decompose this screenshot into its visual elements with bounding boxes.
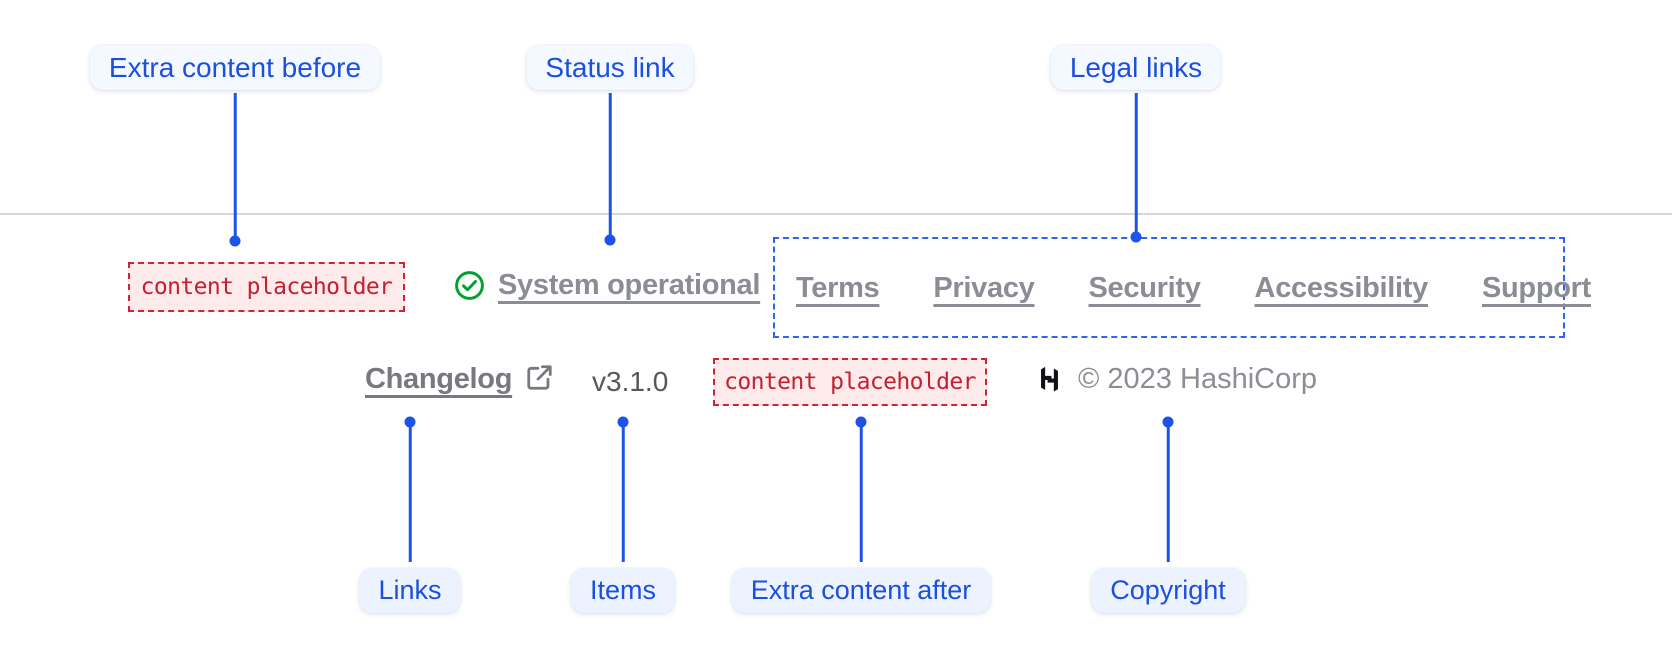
annotation-line bbox=[621, 425, 625, 562]
placeholder-text: content placeholder bbox=[140, 274, 393, 300]
annotation-dot bbox=[604, 234, 616, 246]
annotation-legal-links: Legal links bbox=[1050, 45, 1222, 90]
legal-link-accessibility[interactable]: Accessibility bbox=[1254, 271, 1429, 304]
annotation-links: Links bbox=[359, 568, 461, 613]
annotation-dot bbox=[229, 235, 241, 247]
extra-content-after-placeholder: content placeholder bbox=[713, 358, 987, 406]
legal-link-support[interactable]: Support bbox=[1481, 271, 1592, 304]
status-link[interactable]: System operational bbox=[454, 268, 760, 302]
changelog-link-label[interactable]: Changelog bbox=[365, 363, 513, 395]
annotation-items: Items bbox=[570, 568, 676, 613]
external-link-icon bbox=[525, 364, 554, 392]
annotation-dot bbox=[1130, 231, 1142, 243]
footer-top-divider bbox=[0, 213, 1672, 215]
legal-link-terms[interactable]: Terms bbox=[796, 271, 880, 304]
legal-link-privacy[interactable]: Privacy bbox=[933, 271, 1035, 304]
changelog-link[interactable]: Changelog bbox=[365, 362, 554, 396]
hashicorp-logo bbox=[1034, 365, 1065, 394]
annotation-line bbox=[408, 425, 412, 562]
placeholder-text: content placeholder bbox=[724, 369, 976, 395]
copyright: © 2023 HashiCorp bbox=[1034, 363, 1317, 396]
annotation-line bbox=[1134, 93, 1138, 232]
annotation-dot bbox=[404, 416, 416, 428]
annotation-line bbox=[233, 93, 237, 236]
extra-content-before-placeholder: content placeholder bbox=[128, 262, 405, 312]
legal-link-security[interactable]: Security bbox=[1088, 271, 1201, 304]
annotation-line bbox=[608, 93, 612, 235]
annotation-extra-content-after: Extra content after bbox=[731, 568, 991, 613]
status-link-label[interactable]: System operational bbox=[498, 269, 761, 301]
copyright-text: © 2023 HashiCorp bbox=[1078, 363, 1317, 395]
annotation-line bbox=[859, 425, 863, 562]
annotation-dot bbox=[617, 416, 629, 428]
annotation-extra-content-before: Extra content before bbox=[89, 45, 381, 90]
version-item: v3.1.0 bbox=[592, 366, 669, 397]
annotation-dot bbox=[855, 416, 867, 428]
annotation-line bbox=[1166, 425, 1170, 562]
check-circle-icon bbox=[454, 270, 485, 301]
annotation-copyright: Copyright bbox=[1091, 568, 1245, 613]
annotation-status-link: Status link bbox=[526, 45, 694, 90]
legal-links-group: Terms Privacy Security Accessibility Sup… bbox=[773, 237, 1591, 338]
annotation-dot bbox=[1162, 416, 1174, 428]
